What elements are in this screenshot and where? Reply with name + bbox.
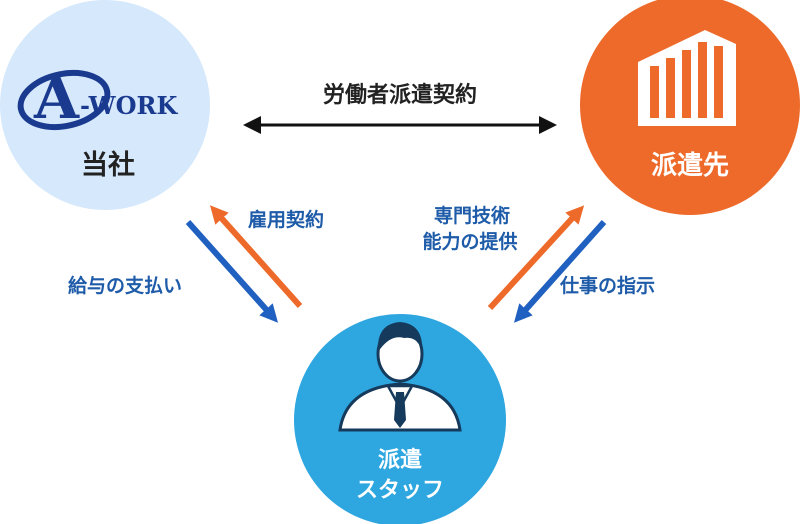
employment-arrow (210, 205, 303, 308)
company-label: 当社 (81, 149, 135, 181)
staff-label-line2: スタッフ (356, 478, 444, 503)
client-node: 派遣先 (580, 0, 800, 215)
a-work-logo: A -WORK (17, 64, 178, 132)
staff-node: 派遣 スタッフ (294, 314, 506, 524)
instructions-arrow (514, 220, 607, 323)
salary-payment-label: 給与の支払い (68, 274, 182, 297)
person-tie (394, 392, 406, 428)
employment-connection: 雇用契約 給与の支払い (68, 205, 324, 323)
company-node: A -WORK 当社 (0, 0, 210, 210)
staff-label-line1: 派遣 (378, 448, 422, 473)
skills-label-line2: 能力の提供 (422, 230, 517, 253)
person-hair (377, 322, 423, 352)
skills-arrow (487, 205, 585, 311)
work-connection: 専門技術 能力の提供 仕事の指示 (422, 204, 655, 323)
skills-label-line1: 専門技術 (434, 204, 510, 227)
logo-letter: A (33, 64, 80, 132)
dispatch-contract-label: 労働者派遣契約 (323, 82, 477, 108)
client-label: 派遣先 (651, 151, 729, 181)
person-icon (338, 322, 462, 432)
salary-arrow (185, 220, 278, 323)
dispatch-contract-connection: 労働者派遣契約 (243, 82, 557, 134)
work-instructions-label: 仕事の指示 (559, 274, 655, 297)
building-icon (638, 30, 736, 126)
employment-contract-label: 雇用契約 (248, 208, 324, 231)
logo-swoosh-icon (17, 69, 111, 131)
logo-rest: -WORK (80, 91, 178, 120)
